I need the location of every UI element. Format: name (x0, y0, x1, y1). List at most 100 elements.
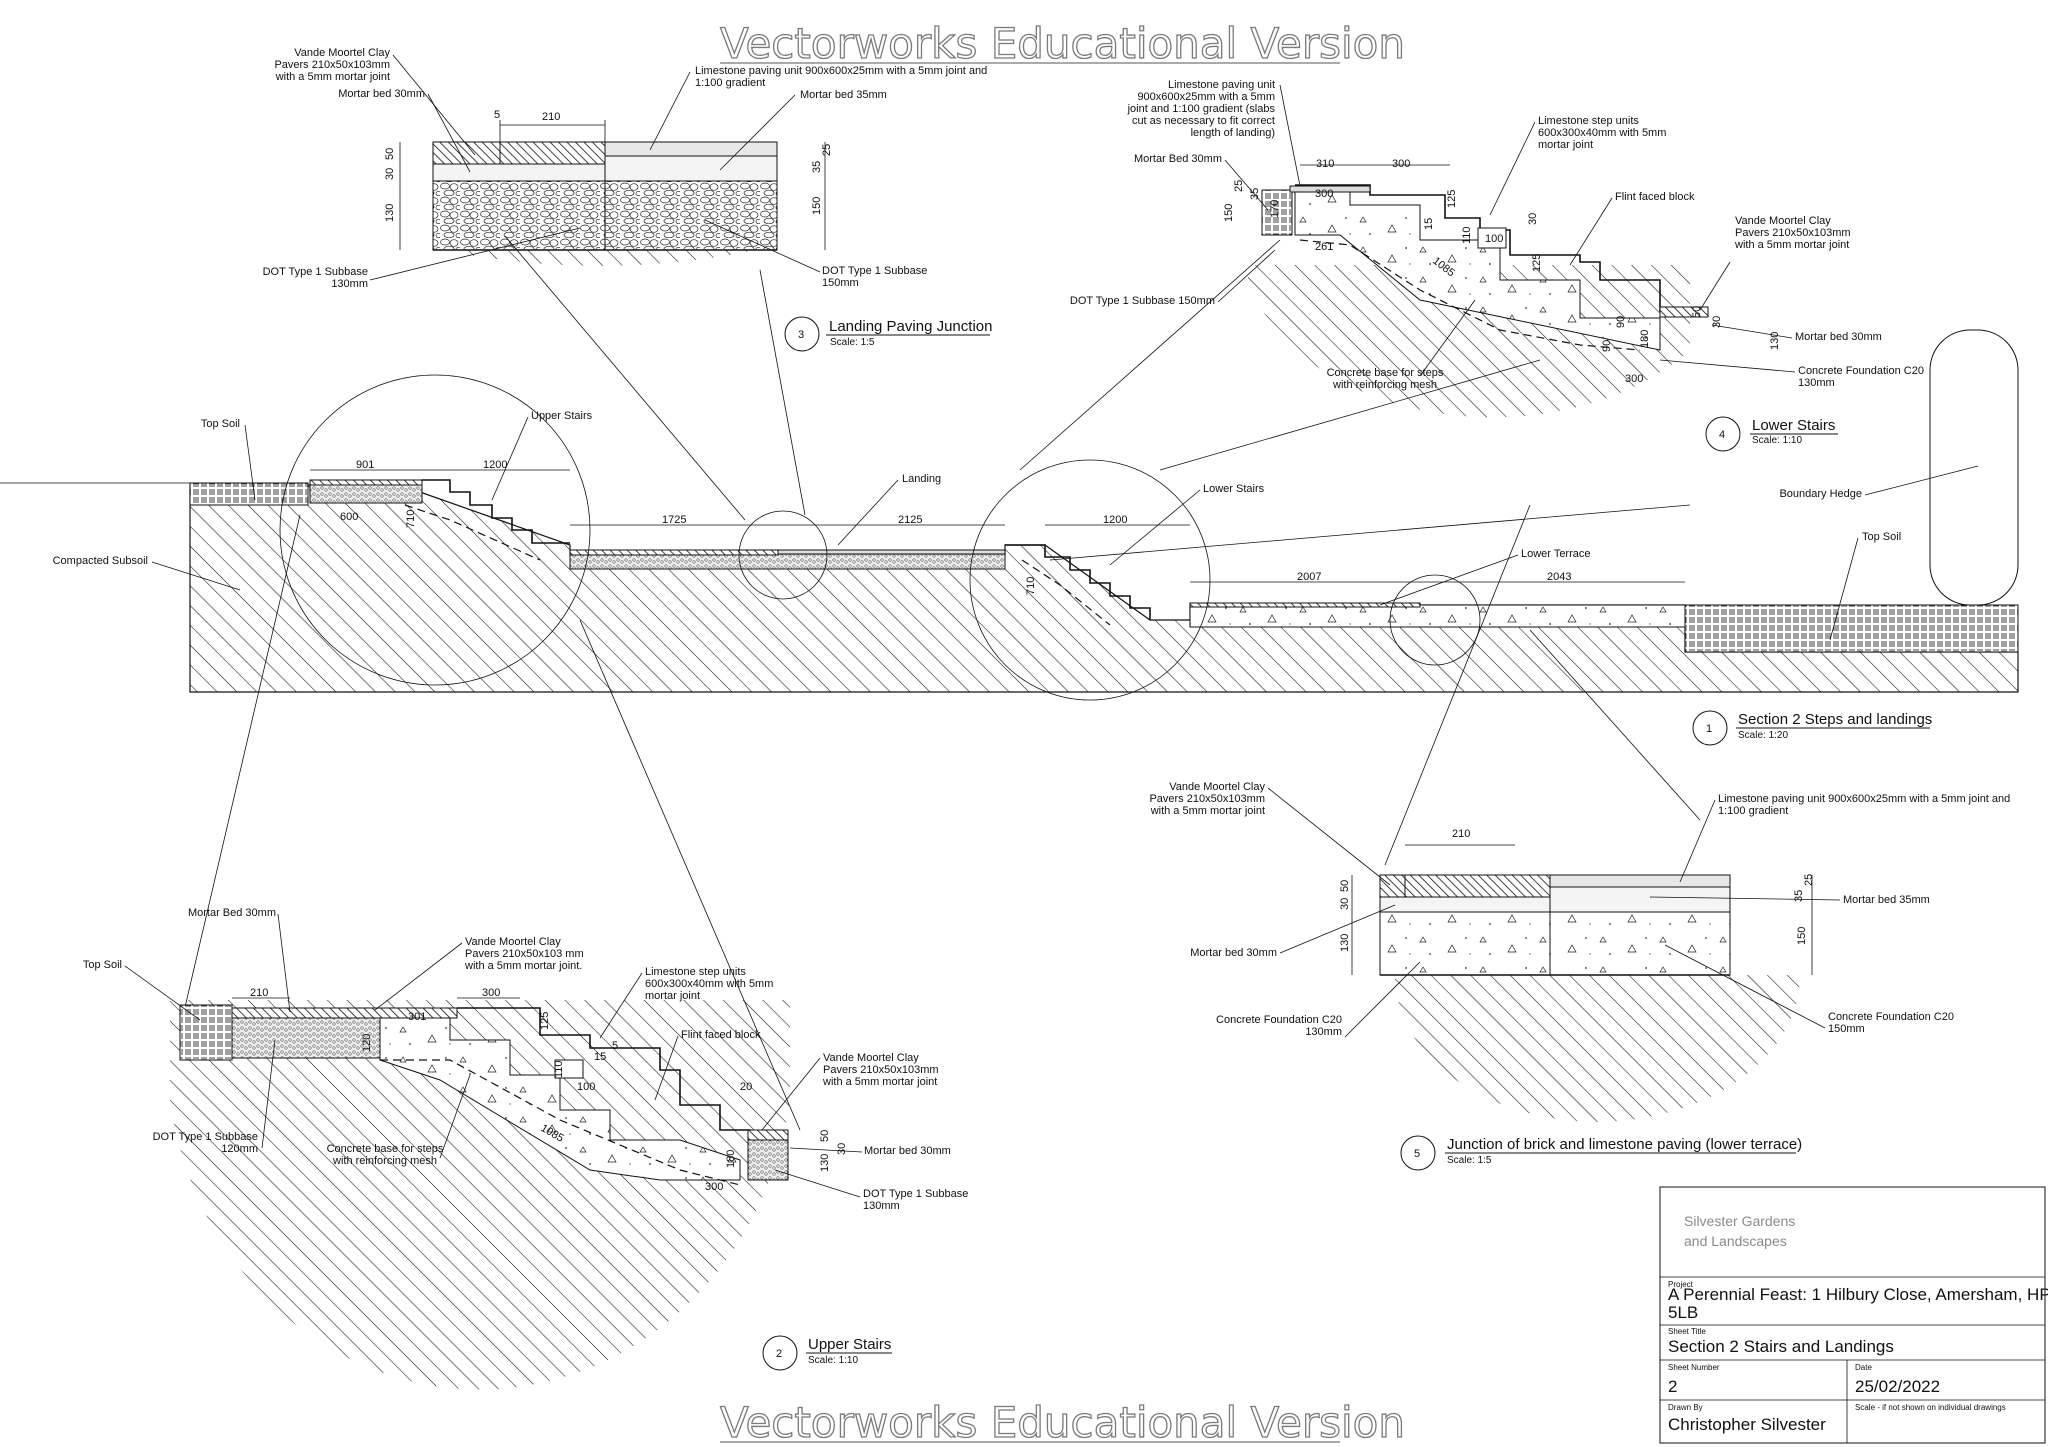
dim-d2-125: 125 (539, 1012, 551, 1030)
dim-d4-90: 90 (1615, 316, 1627, 328)
label-d4-mortar30: Mortar Bed 30mm (1134, 153, 1222, 165)
dim-d4-261: 261 (1315, 241, 1333, 253)
sheet-title: Section 2 Stairs and Landings (1668, 1337, 1894, 1356)
dim-d4-50: 50 (1691, 306, 1703, 318)
dim-d1-600: 600 (340, 511, 358, 523)
dim-d4-300b: 300 (1315, 188, 1333, 200)
dim-d2-301: 301 (408, 1011, 426, 1023)
dim-d2-110: 110 (553, 1060, 565, 1078)
detail-4-scale: Scale: 1:10 (1752, 435, 1802, 446)
detail-1-number: 1 (1706, 723, 1712, 735)
label-d5-limestone: Limestone paving unit 900x600x25mm with … (1718, 793, 2010, 817)
detail-2-title: Upper Stairs (808, 1336, 891, 1353)
label-d1-topsoil-left: Top Soil (201, 418, 240, 430)
detail-5-brick-limestone-junction: 210 50 30 130 35 25 150 Vande Moortel Cl… (1149, 781, 2010, 1171)
dim-d5-50: 50 (1339, 880, 1351, 892)
project-name-line2: 5LB (1668, 1303, 1698, 1322)
label-d1-boundary-hedge: Boundary Hedge (1779, 488, 1862, 500)
dim-d2-120: 120 (361, 1034, 373, 1052)
label-d4-flint: Flint faced block (1615, 191, 1695, 203)
dim-d2-210: 210 (250, 987, 268, 999)
detail-2-scale: Scale: 1:10 (808, 1355, 858, 1366)
dim-d5-30: 30 (1339, 898, 1351, 910)
label-d1-topsoil-right: Top Soil (1862, 531, 1901, 543)
date-label: Date (1855, 1363, 1872, 1372)
dim-d4-170: 170 (1269, 200, 1281, 218)
detail-4-title: Lower Stairs (1752, 417, 1835, 434)
detail-5-scale: Scale: 1:5 (1447, 1155, 1492, 1166)
detail-1-scale: Scale: 1:20 (1738, 730, 1788, 741)
detail-3-title: Landing Paving Junction (829, 318, 992, 335)
label-d5-mortar35: Mortar bed 35mm (1843, 894, 1930, 906)
dim-d1-901: 901 (356, 459, 374, 471)
label-d5-mortar30: Mortar bed 30mm (1190, 947, 1277, 959)
label-d3-mortar35: Mortar bed 35mm (800, 89, 887, 101)
label-d2-flint: Flint faced block (681, 1029, 761, 1041)
detail-3-landing-paving-junction: 210 5 50 30 130 35 25 150 Vande Moortel … (263, 47, 992, 352)
dim-d4-110: 110 (1461, 226, 1473, 244)
dim-d3-25: 25 (821, 144, 833, 156)
watermark-top: Vectorworks Educational Version (720, 19, 1405, 68)
dim-d2-130: 130 (819, 1154, 831, 1172)
label-d1-lower-terrace: Lower Terrace (1521, 548, 1591, 560)
label-d4-dot150: DOT Type 1 Subbase 150mm (1070, 295, 1215, 307)
company-name-line1: Silvester Gardens (1684, 1213, 1795, 1229)
sheet-number: 2 (1668, 1377, 1677, 1396)
detail-5-number: 5 (1414, 1148, 1420, 1160)
dim-d5-150: 150 (1796, 927, 1808, 945)
dim-d1-2007: 2007 (1297, 571, 1321, 583)
dim-d4-30: 30 (1527, 213, 1539, 225)
dim-d5-25: 25 (1803, 874, 1815, 886)
dim-d3-50: 50 (384, 148, 396, 160)
detail-2-number: 2 (776, 1348, 782, 1360)
detail-3-scale: Scale: 1:5 (830, 337, 875, 348)
dim-d1-1200: 1200 (483, 459, 507, 471)
dim-d1-1725: 1725 (662, 514, 686, 526)
detail-1-section: 901 1200 600 710 1725 2125 1200 710 2007… (0, 235, 2019, 1131)
dim-d1-2125: 2125 (898, 514, 922, 526)
dim-d3-130: 130 (384, 204, 396, 222)
label-d2-topsoil: Top Soil (83, 959, 122, 971)
title-block: Silvester Gardens and Landscapes Project… (1659, 1186, 2048, 1444)
dim-d2-100: 100 (577, 1081, 595, 1093)
dim-d4-100: 100 (1485, 233, 1503, 245)
label-d1-landing: Landing (902, 473, 941, 485)
detail-4-number: 4 (1719, 429, 1725, 441)
detail-4-lower-stairs: 310 300 300 25 35 150 170 261 125 110 30… (1070, 79, 1924, 452)
dim-d4-130: 130 (1769, 332, 1781, 350)
detail-2-upper-stairs: 210 300 301 125 120 15 110 100 5 20 50 3… (83, 907, 968, 1390)
dim-d1-1200b: 1200 (1103, 514, 1127, 526)
sheet-number-label: Sheet Number (1668, 1363, 1720, 1372)
dim-d2-20: 20 (740, 1081, 752, 1093)
label-d2-mortar30: Mortar Bed 30mm (188, 907, 276, 919)
label-d1-lower-stairs: Lower Stairs (1203, 483, 1265, 495)
dim-d5-130: 130 (1339, 934, 1351, 952)
label-d1-upper-stairs: Upper Stairs (531, 410, 593, 422)
dim-d4-90b: 90 (1601, 340, 1613, 352)
dim-d4-125b: 125 (1531, 254, 1543, 272)
dim-d1-710: 710 (405, 510, 417, 528)
dim-d4-25: 25 (1233, 180, 1245, 192)
project-name: A Perennial Feast: 1 Hilbury Close, Amer… (1668, 1285, 2048, 1304)
detail-3-number: 3 (798, 329, 804, 341)
dim-d2-30: 30 (836, 1143, 848, 1155)
dim-d4-300: 300 (1392, 158, 1410, 170)
label-d1-compacted-subsoil: Compacted Subsoil (53, 555, 148, 567)
dim-d4-15: 15 (1423, 218, 1435, 230)
drawn-by: Christopher Silvester (1668, 1415, 1826, 1434)
